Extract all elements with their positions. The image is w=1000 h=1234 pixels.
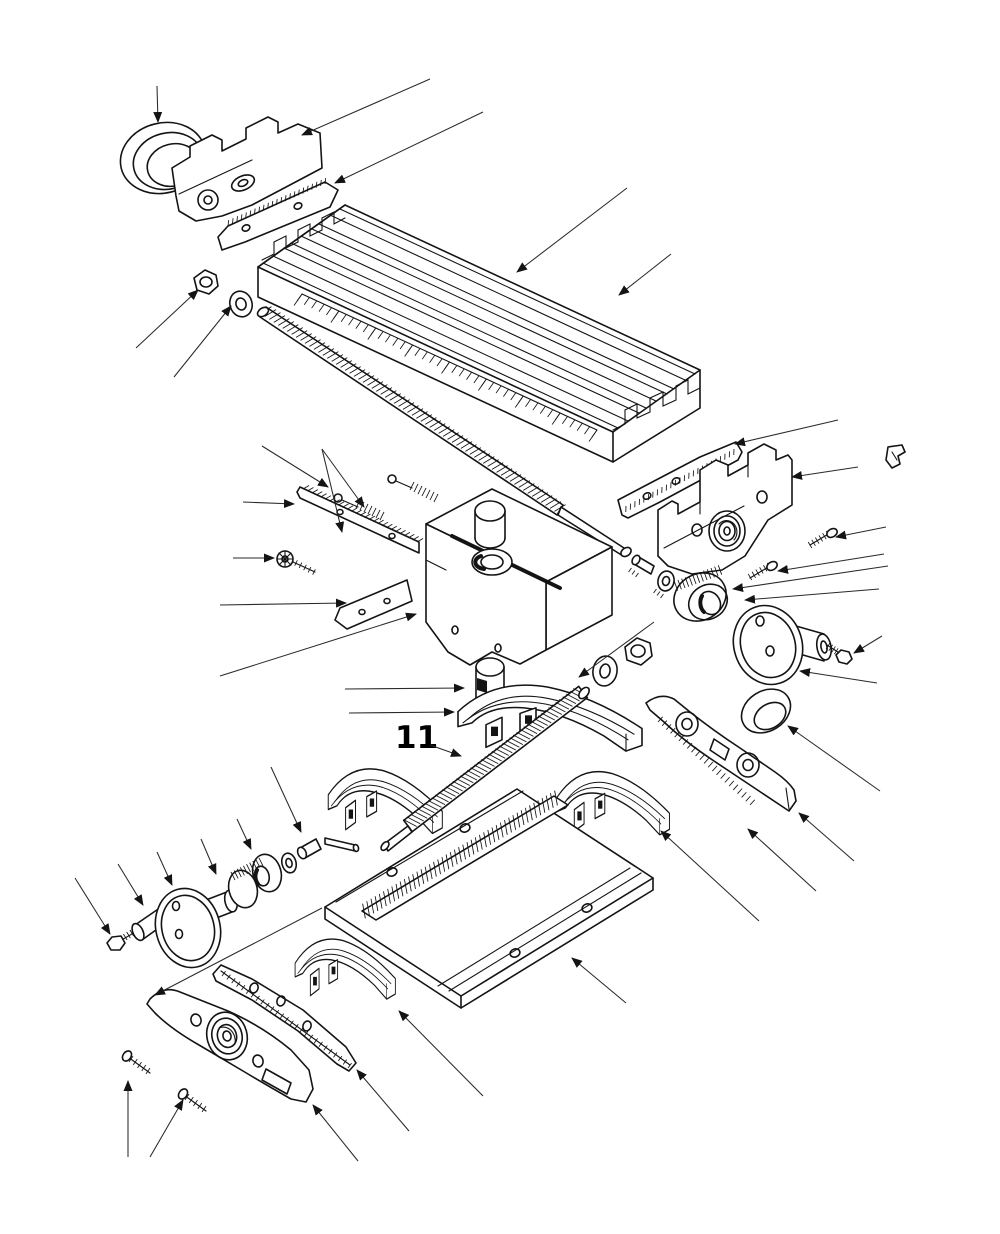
mounting-screw-r1 bbox=[807, 527, 838, 549]
saddle bbox=[334, 488, 613, 708]
longitudinal-lead-screw bbox=[380, 685, 590, 852]
knurled-drive-gear bbox=[673, 565, 729, 622]
leader-lines bbox=[74, 78, 889, 1162]
handwheel-left bbox=[154, 887, 239, 969]
gib-plate-right bbox=[617, 441, 743, 519]
support-bracket-right bbox=[645, 695, 797, 812]
mounting-screw-b1 bbox=[121, 1050, 151, 1075]
pin-left bbox=[324, 837, 360, 853]
gib-rack-bar bbox=[296, 485, 424, 554]
crank-screw-right bbox=[825, 642, 853, 665]
washer-mid bbox=[592, 655, 618, 687]
part-number-text: 11 bbox=[395, 720, 438, 756]
knob-cap-right bbox=[740, 688, 792, 734]
hex-nut-mid bbox=[624, 637, 653, 666]
cross-feed-lead-screw bbox=[256, 306, 632, 558]
washer-left bbox=[280, 852, 298, 874]
scale-strip bbox=[293, 293, 598, 442]
mounting-screw-r2 bbox=[747, 560, 778, 581]
clamp-shoe-3 bbox=[556, 770, 671, 836]
hex-nut-top bbox=[193, 269, 219, 295]
washer-top bbox=[228, 290, 254, 318]
angle-plate-bottom bbox=[212, 964, 357, 1072]
handwheel-right bbox=[732, 604, 853, 686]
front-bearing-bracket bbox=[146, 988, 314, 1103]
mounting-screw-b2 bbox=[177, 1088, 207, 1113]
washer-screw-end bbox=[657, 570, 675, 592]
clamp-shoe-4 bbox=[294, 938, 397, 1000]
base-plate bbox=[324, 788, 654, 1009]
gib-plate-top bbox=[217, 177, 339, 251]
lock-screw bbox=[276, 550, 316, 575]
graduated-dial-left bbox=[227, 853, 283, 909]
base-rack-strip bbox=[361, 790, 569, 921]
spacer-mid bbox=[628, 554, 664, 599]
small-key-right bbox=[885, 444, 906, 469]
t-slot-table bbox=[257, 204, 701, 463]
end-bracket-top bbox=[171, 116, 323, 222]
bushing-left bbox=[296, 838, 322, 860]
clamp-shoe-2 bbox=[327, 768, 444, 835]
spring-set-screw-b bbox=[387, 474, 439, 503]
bearing-bracket-right bbox=[657, 443, 793, 575]
part-label-11: 11 bbox=[395, 720, 462, 757]
